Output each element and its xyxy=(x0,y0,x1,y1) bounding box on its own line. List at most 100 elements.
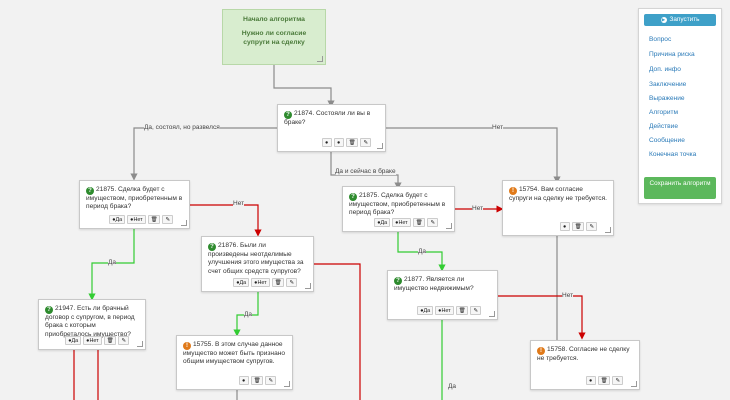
resize-handle-icon[interactable] xyxy=(181,220,187,226)
edit-button[interactable]: ✎ xyxy=(427,218,438,227)
yes-button[interactable]: ●Да xyxy=(374,218,391,227)
warning-icon: ! xyxy=(537,347,545,355)
edit-button[interactable]: ✎ xyxy=(612,376,623,385)
node-text: 15754. Вам согласие супруги на сделку не… xyxy=(509,186,608,202)
menu-item-action[interactable]: Действие xyxy=(649,123,678,130)
play-icon: ▶ xyxy=(660,17,667,23)
edge-start-to-21874 xyxy=(273,65,335,108)
delete-button[interactable]: 🗑 xyxy=(147,215,161,224)
edge-21874-to-21875b xyxy=(330,152,402,190)
yes-button[interactable]: ●Да xyxy=(109,215,126,224)
start-question: Нужно ли согласие супруги на сделку xyxy=(241,30,307,46)
resize-handle-icon[interactable] xyxy=(137,341,143,347)
delete-button[interactable]: 🗑 xyxy=(412,218,426,227)
question-icon: ? xyxy=(394,277,402,285)
delete-button[interactable]: 🗑 xyxy=(103,336,117,345)
question-icon: ? xyxy=(349,193,357,201)
resize-handle-icon[interactable] xyxy=(489,311,495,317)
edge-21876-red-down xyxy=(314,263,361,400)
question-node-21947[interactable]: ?21947. Есть ли брачный договор с супруг… xyxy=(38,299,146,350)
resize-handle-icon[interactable] xyxy=(446,223,452,229)
delete-button[interactable]: 🗑 xyxy=(345,138,359,147)
menu-item-risk-reason[interactable]: Причина риска xyxy=(649,51,695,58)
tool-panel: ▶Запустить Вопрос Причина риска Доп. инф… xyxy=(638,8,722,204)
no-button[interactable]: ●Нет xyxy=(435,306,454,315)
delete-button[interactable]: 🗑 xyxy=(571,222,585,231)
resize-handle-icon[interactable] xyxy=(377,143,383,149)
menu-item-question[interactable]: Вопрос xyxy=(649,36,672,43)
resize-handle-icon[interactable] xyxy=(317,56,323,62)
node-text: 21874. Состояли ли вы в браке? xyxy=(284,110,371,126)
delete-button[interactable]: 🗑 xyxy=(250,376,264,385)
menu-item-extra-info[interactable]: Доп. инфо xyxy=(649,66,681,73)
play-button[interactable]: ● xyxy=(333,138,344,147)
node-text: 21876. Были ли произведены неотделимые у… xyxy=(208,242,304,275)
menu-item-algorithm[interactable]: Алгоритм xyxy=(649,109,679,116)
save-algorithm-button[interactable]: Сохранить алгоритм xyxy=(644,177,716,199)
play-button[interactable]: ● xyxy=(585,376,596,385)
edge-label-yes: Да xyxy=(418,248,427,255)
yes-button[interactable]: ●Да xyxy=(65,336,82,345)
edge-label-no: Нет xyxy=(492,124,504,131)
conclusion-node-15755[interactable]: !15755. В этом случае данное имущество м… xyxy=(176,335,293,390)
play-button[interactable]: ● xyxy=(321,138,332,147)
question-node-21876[interactable]: ?21876. Были ли произведены неотделимые … xyxy=(201,236,314,292)
edit-button[interactable]: ✎ xyxy=(586,222,597,231)
edge-21874-to-15754 xyxy=(386,127,561,184)
edge-label-yes: Да xyxy=(108,259,117,266)
conclusion-node-15754[interactable]: !15754. Вам согласие супруги на сделку н… xyxy=(502,180,614,236)
edit-button[interactable]: ✎ xyxy=(118,336,129,345)
resize-handle-icon[interactable] xyxy=(284,381,290,387)
question-icon: ? xyxy=(45,306,53,314)
menu-item-expression[interactable]: Выражение xyxy=(649,95,685,102)
yes-button[interactable]: ●Да xyxy=(233,278,250,287)
node-text: 21875. Сделка будет с имуществом, приобр… xyxy=(349,192,446,217)
node-text: 15758. Согласие не сделку не требуется. xyxy=(537,346,630,362)
run-button[interactable]: ▶Запустить xyxy=(644,14,716,26)
menu-item-message[interactable]: Сообщение xyxy=(649,137,685,144)
delete-button[interactable]: 🗑 xyxy=(455,306,469,315)
question-node-21875-right[interactable]: ?21875. Сделка будет с имуществом, приоб… xyxy=(342,186,455,232)
question-icon: ? xyxy=(284,111,292,119)
resize-handle-icon[interactable] xyxy=(605,227,611,233)
resize-handle-icon[interactable] xyxy=(305,283,311,289)
edit-button[interactable]: ✎ xyxy=(470,306,481,315)
warning-icon: ! xyxy=(509,187,517,195)
no-button[interactable]: ●Нет xyxy=(392,218,411,227)
question-node-21875-left[interactable]: ?21875. Сделка будет с имуществом, приоб… xyxy=(79,180,190,229)
edit-button[interactable]: ✎ xyxy=(265,376,276,385)
edge-21875a-to-21876 xyxy=(190,204,262,237)
yes-button[interactable]: ●Да xyxy=(417,306,434,315)
resize-handle-icon[interactable] xyxy=(631,381,637,387)
node-text: 15755. В этом случае данное имущество мо… xyxy=(183,341,286,366)
menu-item-conclusion[interactable]: Заключение xyxy=(649,81,687,88)
node-text: 21947. Есть ли брачный договор с супруго… xyxy=(45,305,135,338)
play-button[interactable]: ● xyxy=(238,376,249,385)
no-button[interactable]: ●Нет xyxy=(83,336,102,345)
edit-button[interactable]: ✎ xyxy=(286,278,297,287)
edge-label-no: Нет xyxy=(472,205,484,212)
question-node-21874[interactable]: ?21874. Состояли ли вы в браке? ● ● 🗑 ✎ xyxy=(277,104,386,152)
edge-label-married-now: Да и сейчас в браке xyxy=(335,168,396,175)
warning-icon: ! xyxy=(183,342,191,350)
edge-label-yes: Да xyxy=(448,383,457,390)
no-button[interactable]: ●Нет xyxy=(127,215,146,224)
conclusion-node-15758[interactable]: !15758. Согласие не сделку не требуется.… xyxy=(530,340,640,390)
start-node[interactable]: Начало алгоритма Нужно ли согласие супру… xyxy=(222,9,326,65)
question-icon: ? xyxy=(86,187,94,195)
menu-item-endpoint[interactable]: Конечная точка xyxy=(649,151,697,158)
edit-button[interactable]: ✎ xyxy=(360,138,371,147)
delete-button[interactable]: 🗑 xyxy=(597,376,611,385)
edge-label-yes: Да xyxy=(244,311,253,318)
delete-button[interactable]: 🗑 xyxy=(271,278,285,287)
play-button[interactable]: ● xyxy=(559,222,570,231)
node-text: 21877. Является ли имущество недвижимым? xyxy=(394,276,474,292)
start-title: Начало алгоритма xyxy=(243,16,305,23)
no-button[interactable]: ●Нет xyxy=(251,278,270,287)
edge-label-no: Нет xyxy=(233,200,245,207)
question-node-21877[interactable]: ?21877. Является ли имущество недвижимым… xyxy=(387,270,498,320)
edit-button[interactable]: ✎ xyxy=(162,215,173,224)
edge-label-married-divorced: Да, состоял, но развелся xyxy=(144,124,220,131)
node-text: 21875. Сделка будет с имуществом, приобр… xyxy=(86,186,183,211)
